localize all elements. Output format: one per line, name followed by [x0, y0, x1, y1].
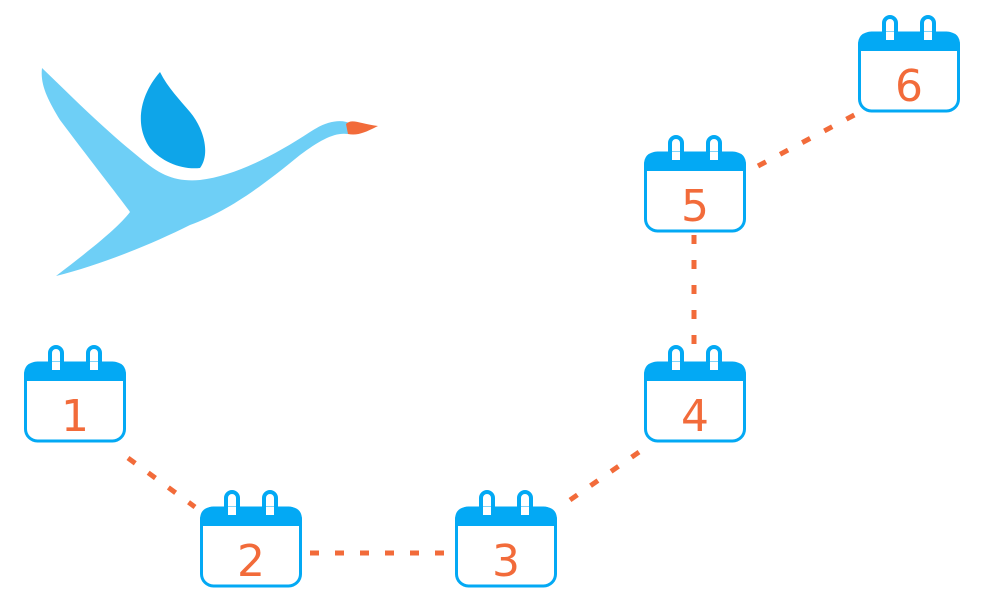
- calendar-header: [24, 362, 126, 381]
- calendar-header: [455, 507, 557, 526]
- calendar-ring-gap: [710, 152, 718, 160]
- calendar-ring-gap: [90, 362, 98, 370]
- calendar-header: [858, 32, 960, 51]
- calendar-ring-gap: [228, 507, 236, 515]
- calendar-ring-gap: [483, 507, 491, 515]
- calendar-icon: 6: [858, 15, 960, 113]
- connector-line-1: [126, 455, 197, 510]
- calendar-ring-1: [668, 345, 684, 371]
- calendar-icon: 2: [200, 490, 302, 588]
- calendar-header: [200, 507, 302, 526]
- swan-icon: [41, 68, 378, 276]
- calendar-icon: 4: [644, 345, 746, 443]
- calendar-number: 1: [61, 391, 89, 442]
- calendar-ring-2: [920, 15, 936, 41]
- calendar-number: 4: [681, 391, 709, 442]
- calendar-ring-gap: [924, 32, 932, 40]
- swan-body: [41, 68, 352, 276]
- calendar-ring-2: [86, 345, 102, 371]
- calendar-ring-2: [262, 490, 278, 516]
- calendar-ring-gap: [886, 32, 894, 40]
- swan-beak: [346, 121, 378, 135]
- calendar-ring-2: [517, 490, 533, 516]
- calendar-ring-1: [224, 490, 240, 516]
- calendar-ring-gap: [672, 152, 680, 160]
- calendar-number: 3: [492, 536, 520, 587]
- swan-wing: [140, 72, 206, 169]
- connector-line-3: [568, 447, 644, 503]
- calendar-icon: 1: [24, 345, 126, 443]
- calendar-number: 6: [895, 61, 923, 112]
- calendar-ring-1: [668, 135, 684, 161]
- calendar-ring-gap: [672, 362, 680, 370]
- calendar-ring-gap: [52, 362, 60, 370]
- calendar-icon: 3: [455, 490, 557, 588]
- calendar-ring-1: [48, 345, 64, 371]
- connector-line-5: [756, 109, 862, 169]
- calendar-steps: 1 2 3 4 5 6: [24, 15, 960, 588]
- calendar-ring-gap: [710, 362, 718, 370]
- calendar-ring-1: [479, 490, 495, 516]
- calendar-ring-2: [706, 135, 722, 161]
- calendar-ring-gap: [521, 507, 529, 515]
- calendar-header: [644, 362, 746, 381]
- calendar-number: 5: [681, 181, 709, 232]
- calendar-ring-gap: [266, 507, 274, 515]
- connector-lines: [126, 109, 862, 556]
- calendar-header: [644, 152, 746, 171]
- calendar-icon: 5: [644, 135, 746, 233]
- calendar-ring-1: [882, 15, 898, 41]
- calendar-number: 2: [237, 536, 265, 587]
- calendar-ring-2: [706, 345, 722, 371]
